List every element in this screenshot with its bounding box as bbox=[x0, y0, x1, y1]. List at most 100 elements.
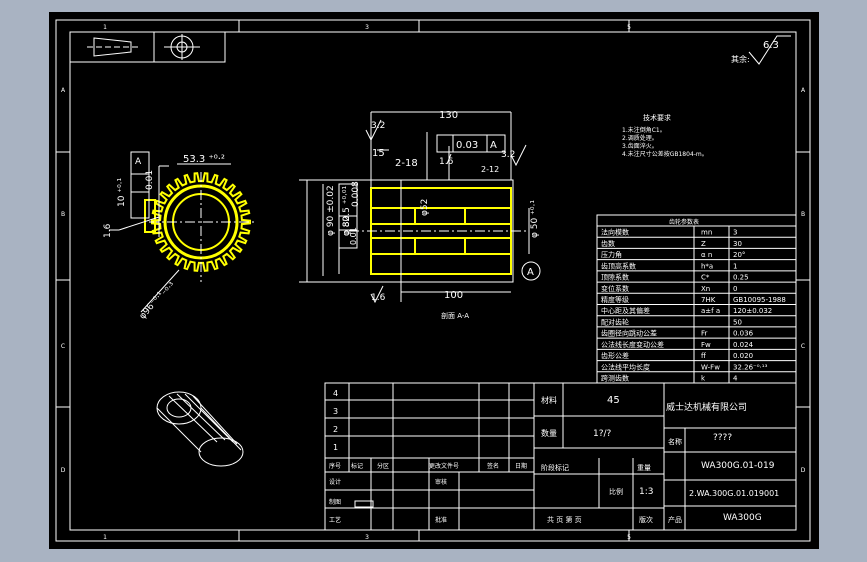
row-label: C bbox=[61, 343, 65, 350]
surface-finish-value: 6.3 bbox=[763, 40, 779, 51]
param-value: 1 bbox=[733, 262, 737, 270]
param-symbol: C* bbox=[701, 274, 710, 282]
name-label: 名称 bbox=[668, 437, 682, 446]
tech-req-line: 4.未注尺寸公差按GB1804-m。 bbox=[622, 150, 708, 158]
param-name: 齿数 bbox=[601, 239, 615, 248]
param-symbol: k bbox=[701, 375, 706, 383]
param-value: GB10095-1988 bbox=[733, 296, 786, 304]
row-label: B bbox=[61, 211, 65, 218]
rev-header: 日期 bbox=[515, 462, 527, 470]
param-name: 法向模数 bbox=[601, 228, 629, 237]
version-label: 版次 bbox=[639, 515, 653, 524]
param-name: 齿圈径向跳动公差 bbox=[601, 329, 657, 338]
dim-len-15: 15 bbox=[372, 148, 385, 159]
param-value: 3 bbox=[733, 229, 737, 237]
projection-symbol bbox=[69, 31, 226, 63]
dim-chamfer: 2-18 bbox=[395, 158, 418, 169]
param-symbol: a±f a bbox=[701, 307, 720, 315]
param-value: 0.024 bbox=[733, 341, 754, 349]
row-label: D bbox=[61, 467, 66, 474]
param-value: 4 bbox=[733, 375, 738, 383]
col-label: 3 bbox=[365, 24, 369, 31]
param-value: 0.036 bbox=[733, 330, 754, 338]
rev-row: 4 bbox=[333, 389, 338, 398]
param-symbol: Xn bbox=[701, 285, 710, 293]
rev-row: 1 bbox=[333, 443, 338, 452]
param-name: 顶隙系数 bbox=[601, 273, 629, 282]
weight-label: 重量 bbox=[637, 464, 651, 472]
quantity-value: 1?/? bbox=[593, 429, 612, 439]
param-name: 压力角 bbox=[601, 250, 622, 259]
section-label: 剖面 A-A bbox=[441, 311, 469, 320]
file-no: 2.WA.300G.01.019001 bbox=[689, 489, 779, 498]
surface-finish-note: 其余: bbox=[731, 54, 750, 64]
param-name: 跨测齿数 bbox=[601, 374, 629, 383]
param-symbol: ff bbox=[701, 352, 706, 360]
role-label: 制图 bbox=[329, 498, 341, 506]
param-symbol: W-Fw bbox=[701, 363, 720, 371]
iso-view bbox=[156, 391, 244, 467]
tech-req-line: 1.未注倒角C1。 bbox=[622, 126, 666, 134]
param-name: 公法线平均长度 bbox=[601, 362, 650, 371]
param-name: 公法线长度变动公差 bbox=[601, 340, 664, 349]
col-label: 1 bbox=[103, 24, 107, 31]
param-value: 120±0.032 bbox=[733, 307, 772, 315]
col-label: 5 bbox=[627, 24, 631, 31]
dim-dia-90: φ 90 ±0.02 bbox=[326, 185, 336, 236]
param-symbol: Fr bbox=[701, 330, 708, 338]
dim-dia-82: φ 82.5 ⁺⁰·⁰¹ bbox=[342, 185, 352, 236]
param-value: 0.020 bbox=[733, 352, 753, 360]
scale-value: 1:3 bbox=[639, 487, 653, 497]
material-label: 材料 bbox=[541, 395, 557, 405]
role-label: 工艺 bbox=[329, 516, 341, 524]
material-value: 45 bbox=[607, 395, 620, 406]
datum-circle-label: A bbox=[527, 267, 534, 278]
col-label: 3 bbox=[365, 534, 369, 541]
param-value: 0.25 bbox=[733, 274, 749, 282]
tech-req-line: 2.调质处理。 bbox=[622, 134, 658, 142]
param-name: 精度等级 bbox=[601, 295, 629, 304]
param-symbol: Z bbox=[701, 240, 706, 248]
dim-width: 10 ⁺⁰·¹ bbox=[117, 177, 127, 207]
dim-datum-2: A bbox=[490, 140, 497, 151]
param-name: 中心距及其偏差 bbox=[601, 306, 650, 315]
sheet-label: 共 页 第 页 bbox=[547, 515, 582, 524]
gear-front-view bbox=[109, 163, 254, 313]
param-value: 50 bbox=[733, 318, 742, 326]
param-symbol: α n bbox=[701, 251, 712, 259]
param-name: 齿形公差 bbox=[601, 351, 629, 360]
dim-roughness: 1.6 bbox=[103, 223, 113, 238]
dim-tol-0008: 0.008 bbox=[351, 181, 361, 207]
role-label: 审核 bbox=[435, 478, 447, 486]
title-block bbox=[324, 382, 797, 531]
param-value: 30 bbox=[733, 240, 742, 248]
dim-len-100: 100 bbox=[444, 290, 463, 301]
rev-header: 签名 bbox=[487, 462, 499, 470]
param-name: 齿顶高系数 bbox=[601, 261, 636, 270]
fcf-frame-2 bbox=[436, 134, 506, 153]
dim-dia-50: φ 50 ⁺⁰·¹ bbox=[530, 200, 540, 238]
row-label: A bbox=[801, 87, 806, 94]
dim-len-130: 130 bbox=[439, 110, 458, 121]
quantity-label: 数量 bbox=[541, 428, 557, 438]
dim-roughness: 1.6 bbox=[371, 293, 386, 303]
dim-runout: 0.03 bbox=[456, 140, 478, 151]
dim-roughness: 3.2 bbox=[501, 150, 515, 160]
param-value: 0 bbox=[733, 285, 737, 293]
role-label: 批准 bbox=[435, 516, 447, 524]
col-label: 1 bbox=[103, 534, 107, 541]
dim-dia-52: φ52 bbox=[420, 199, 430, 216]
stage-label: 阶段标记 bbox=[541, 463, 569, 472]
rev-header: 分区 bbox=[377, 462, 389, 470]
dim-roughness: 1.6 bbox=[439, 157, 454, 167]
param-value: 32.26⁻⁰·¹³ bbox=[733, 363, 768, 371]
dim-datum: A bbox=[135, 157, 142, 167]
param-value: 20° bbox=[733, 251, 745, 259]
product-value: WA300G bbox=[723, 513, 762, 523]
row-label: A bbox=[61, 87, 66, 94]
col-label: 5 bbox=[627, 534, 631, 541]
rev-header: 标记 bbox=[351, 462, 363, 470]
